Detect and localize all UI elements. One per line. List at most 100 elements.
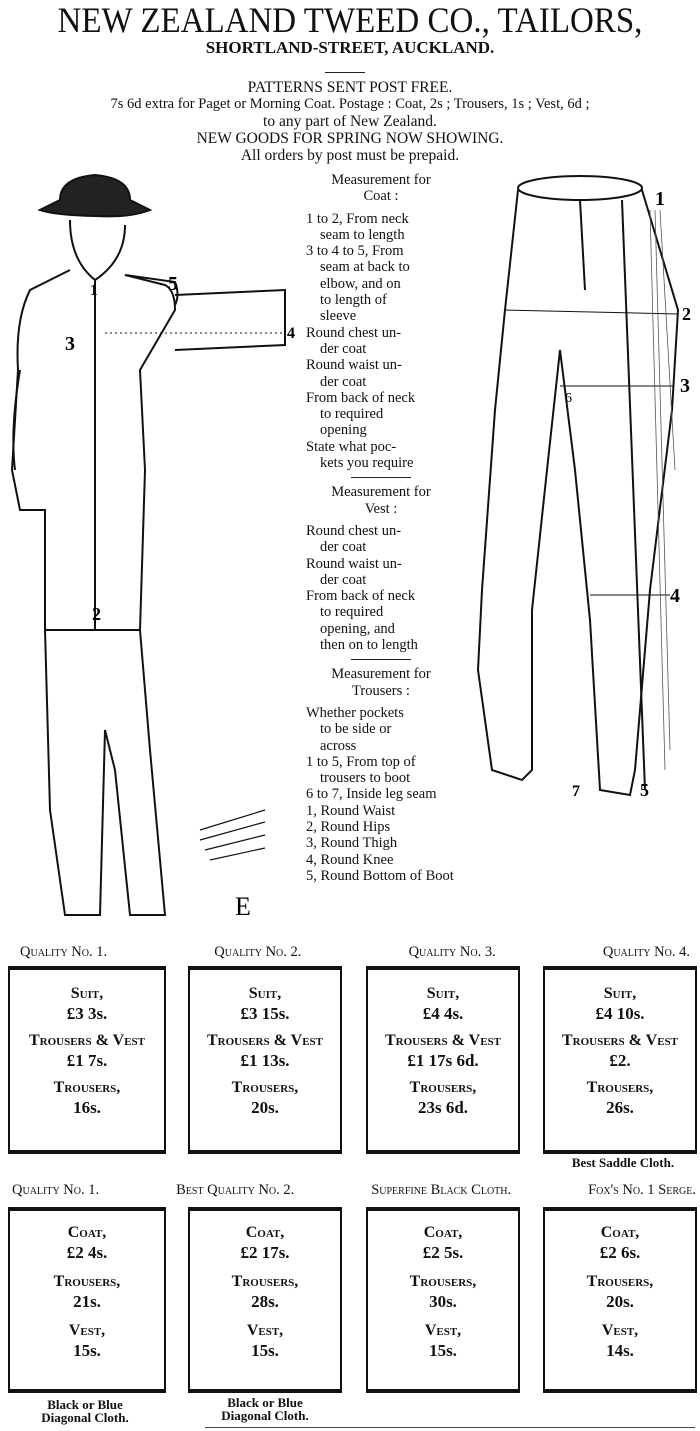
signature-mark: E	[235, 892, 251, 921]
price-value: 30s.	[429, 1292, 457, 1311]
trouser-mark-7: 7	[572, 783, 580, 800]
price-label: Trousers,	[53, 1079, 121, 1096]
price-value: £3 3s.	[66, 1004, 108, 1023]
trouser-mark-6: 6	[565, 391, 572, 406]
price-value: £1 7s.	[66, 1051, 108, 1070]
price-value: £3 15s.	[240, 1004, 290, 1023]
cloth-note: Best Saddle Cloth.	[571, 1155, 675, 1170]
price-value: 16s.	[73, 1098, 101, 1117]
instruction-line: 3 to 4 to 5, From	[306, 243, 404, 260]
vest-instructions: Round chest un- der coat Round waist un-…	[306, 523, 456, 653]
trouser-mark-2: 2	[682, 304, 691, 324]
note-line: Black or Blue	[227, 1395, 303, 1410]
instruction-line: to length of	[320, 292, 387, 309]
heading-line: Measurement for	[331, 666, 431, 683]
trousers-heading: Measurement for Trousers :	[306, 666, 456, 699]
price-label: Trousers,	[409, 1079, 477, 1096]
price-value: 15s.	[429, 1341, 457, 1360]
instruction-line: 1 to 2, From neck	[306, 210, 409, 227]
vest-heading: Measurement for Vest :	[306, 484, 456, 517]
separates-price-box: Coat, £2 5s. Trousers, 30s. Vest, 15s.	[366, 1207, 520, 1393]
price-label: Suit,	[248, 985, 282, 1002]
instruction-line: State what poc-	[306, 438, 397, 455]
suit-price-box: Suit, £4 10s. Trousers & Vest £2. Trouse…	[543, 966, 697, 1154]
heading-line: Measurement for	[331, 172, 431, 188]
nz-line: to any part of New Zealand.	[263, 113, 437, 130]
instruction-line: elbow, and on	[320, 275, 401, 292]
price-label: Trousers,	[231, 1079, 299, 1096]
instruction-line: to be side or	[320, 721, 392, 738]
price-value: £2 5s.	[422, 1243, 464, 1262]
separates-quality-label: Fox's No. 1 Serge.	[588, 1182, 696, 1198]
price-value: 20s.	[251, 1098, 279, 1117]
price-value: 23s 6d.	[417, 1098, 469, 1117]
suit-quality-label: Quality No. 2.	[214, 944, 302, 960]
spring-line: NEW GOODS FOR SPRING NOW SHOWING.	[196, 130, 504, 147]
trouser-mark-3: 3	[680, 375, 690, 397]
price-value: £2 17s.	[240, 1243, 290, 1262]
note-line: Diagonal Cloth.	[221, 1408, 309, 1423]
instruction-line: From back of neck	[306, 588, 416, 605]
suit-price-box: Suit, £3 3s. Trousers & Vest £1 7s. Trou…	[8, 966, 166, 1154]
instruction-line: trousers to boot	[320, 770, 411, 787]
price-label: Trousers,	[409, 1273, 477, 1290]
heading-line: Trousers :	[352, 682, 410, 699]
instruction-line: kets you require	[320, 455, 414, 472]
note-line: Diagonal Cloth.	[41, 1410, 129, 1425]
instruction-line: 3, Round Thigh	[306, 835, 398, 852]
instruction-line: Round chest un-	[306, 324, 402, 341]
instruction-line: opening	[320, 422, 367, 439]
price-value: 14s.	[606, 1341, 634, 1360]
price-value: £2 4s.	[66, 1243, 108, 1262]
trouser-mark-1: 1	[655, 188, 665, 210]
divider	[351, 659, 411, 661]
price-label: Trousers,	[586, 1079, 654, 1096]
suit-price-box: Suit, £3 15s. Trousers & Vest £1 13s. Tr…	[188, 966, 342, 1154]
trouser-mark-5: 5	[640, 780, 649, 800]
suit-quality-label: Quality No. 3.	[408, 944, 496, 960]
price-label: Vest,	[424, 1322, 462, 1339]
separates-quality-label: Best Quality No. 2.	[176, 1182, 295, 1198]
cloth-note: Black or Blue Diagonal Cloth.	[195, 1396, 335, 1422]
price-label: Trousers & Vest	[384, 1032, 502, 1049]
trouser-mark-4: 4	[670, 585, 680, 607]
instruction-line: to required	[320, 406, 384, 423]
divider	[325, 72, 365, 73]
instruction-line: seam at back to	[320, 259, 410, 276]
separates-price-box: Coat, £2 17s. Trousers, 28s. Vest, 15s.	[188, 1207, 342, 1393]
instruction-line: 2, Round Hips	[306, 818, 391, 835]
price-value: 28s.	[251, 1292, 279, 1311]
price-label: Vest,	[246, 1322, 284, 1339]
coat-instructions: 1 to 2, From neck seam to length 3 to 4 …	[306, 211, 456, 472]
price-label: Coat,	[67, 1224, 107, 1241]
price-value: 26s.	[606, 1098, 634, 1117]
suit-quality-label: Quality No. 1.	[20, 944, 108, 960]
heading-line: Vest :	[364, 500, 398, 517]
price-label: Trousers & Vest	[28, 1032, 146, 1049]
instruction-line: From back of neck	[306, 389, 416, 406]
price-label: Vest,	[601, 1322, 639, 1339]
suit-quality-label: Quality No. 4.	[602, 944, 690, 960]
price-label: Trousers,	[231, 1273, 299, 1290]
instruction-line: der coat	[320, 539, 367, 556]
coat-heading: Measurement for Coat :	[306, 172, 456, 205]
cloth-note: Black or Blue Diagonal Cloth.	[15, 1398, 155, 1424]
price-value: £2 6s.	[599, 1243, 641, 1262]
separates-quality-label: Superfine Black Cloth.	[371, 1182, 512, 1198]
instruction-line: seam to length	[320, 226, 405, 243]
price-value: £4 4s.	[422, 1004, 464, 1023]
price-value: £1 13s.	[240, 1051, 290, 1070]
price-label: Trousers,	[53, 1273, 121, 1290]
instruction-line: 1, Round Waist	[306, 802, 396, 819]
coat-mark-4: 4	[287, 325, 295, 342]
instruction-line: sleeve	[320, 308, 357, 325]
price-label: Trousers,	[586, 1273, 654, 1290]
instruction-line: to required	[320, 604, 384, 621]
instruction-line: Whether pockets	[306, 704, 404, 721]
separates-quality-label: Quality No. 1.	[12, 1182, 100, 1198]
price-label: Coat,	[600, 1224, 640, 1241]
price-value: 15s.	[73, 1341, 101, 1360]
instruction-line: 4, Round Knee	[306, 851, 394, 868]
instruction-line: then on to length	[320, 637, 418, 654]
instruction-line: Round chest un-	[306, 522, 402, 539]
